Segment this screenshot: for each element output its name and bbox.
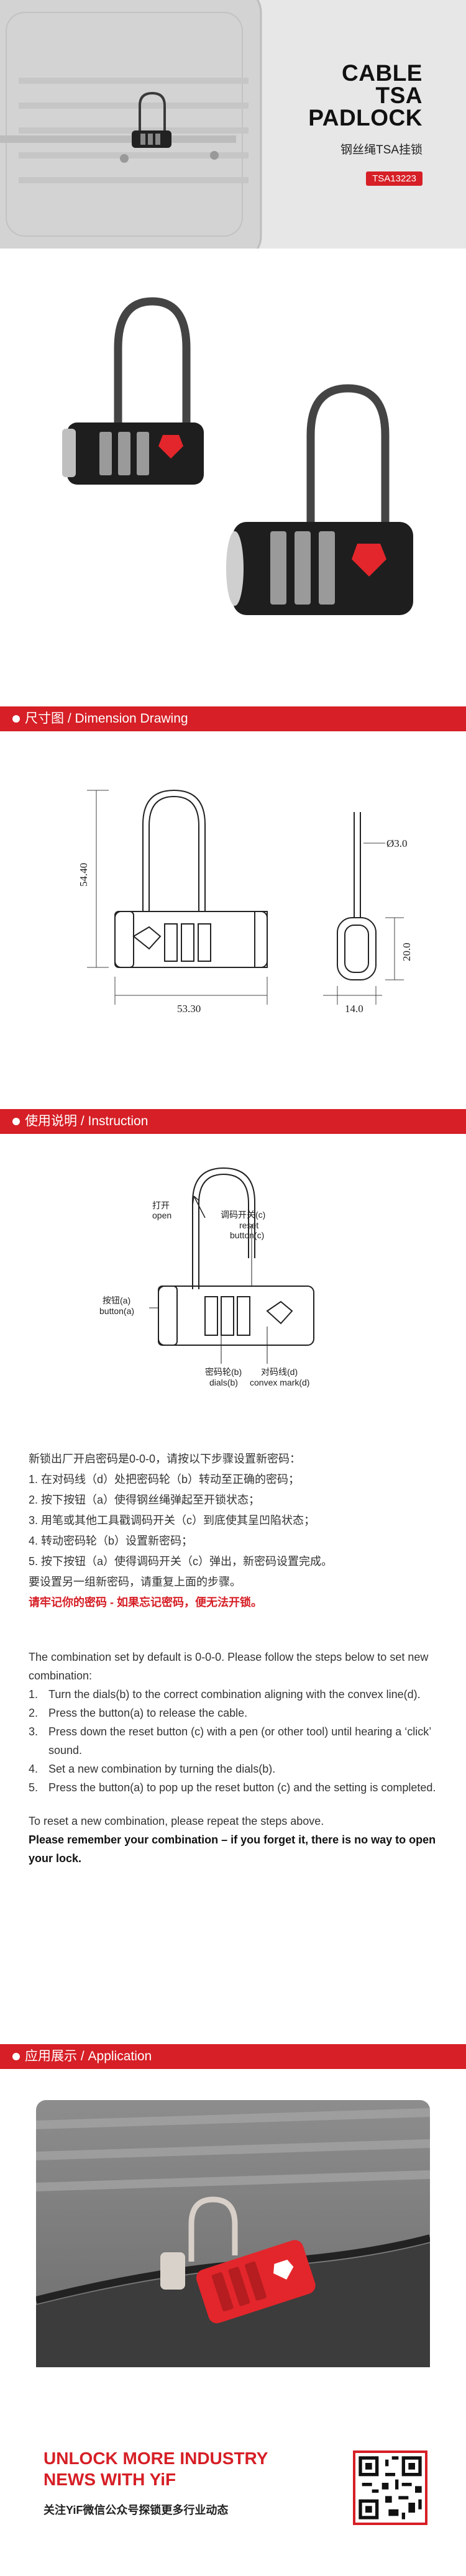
step-text: Press the button(a) to pop up the reset …: [48, 1781, 436, 1794]
bullet-dot: [12, 1118, 20, 1125]
instructions-zh-intro: 新锁出厂开启密码是0-0-0，请按以下步骤设置新密码：: [29, 1453, 301, 1465]
instructions-zh-step: 3. 用笔或其他工具戳调码开关（c）到底使其呈凹陷状态；: [29, 1514, 316, 1527]
step-number: 2.: [29, 1707, 39, 1719]
label-button-en: button(a): [99, 1306, 134, 1316]
label-reset-en1: reset: [239, 1220, 258, 1230]
section-title: 应用展示 / Application: [25, 2049, 152, 2063]
instructions-zh-step: 1. 在对码线（d）处把密码轮（b）转动至正确的密码；: [29, 1473, 300, 1486]
section-bar-instruction: 使用说明 / Instruction: [0, 1109, 466, 1134]
instructions-en-step: 5. Press the button(a) to pop up the rese…: [29, 1778, 439, 1797]
instructions-en-warning: Please remember your combination – if yo…: [29, 1834, 436, 1865]
hero-title: CABLE TSA PADLOCK: [308, 62, 423, 129]
instructions-en-step: 1. Turn the dials(b) to the correct combi…: [29, 1685, 439, 1704]
label-reset-zh: 调码开关(c): [221, 1210, 265, 1220]
hero-title-line: CABLE: [342, 60, 423, 86]
step-text: Press down the reset button (c) with a p…: [48, 1725, 431, 1756]
step-number: 1.: [29, 1688, 39, 1701]
step-number: 4.: [29, 1763, 39, 1775]
label-dials-en: dials(b): [209, 1377, 238, 1387]
instructions-zh-step: 5. 按下按钮（a）使得调码开关（c）弹出，新密码设置完成。: [29, 1555, 333, 1568]
dimension-width: 53.30: [177, 1003, 201, 1015]
instructions-en-step: 2. Press the button(a) to release the cab…: [29, 1704, 439, 1722]
hero-title-line: PADLOCK: [308, 105, 423, 130]
qr-code[interactable]: [353, 2450, 427, 2525]
instructions-zh-step: 2. 按下按钮（a）使得钢丝绳弹起至开锁状态；: [29, 1494, 260, 1506]
bullet-dot: [12, 2053, 20, 2060]
dimension-side-height: 20.0: [401, 943, 413, 961]
step-number: 5.: [29, 1781, 39, 1794]
footer-title-line: NEWS WITH YiF: [43, 2470, 176, 2489]
dimension-height: 54.40: [78, 863, 89, 887]
dimension-drawing: 54.40 53.30 Ø3.0 20.0 14.0: [78, 789, 413, 1015]
step-number: 3.: [29, 1725, 39, 1738]
instructions-zh-repeat: 要设置另一组新密码，请重复上面的步骤。: [29, 1576, 241, 1588]
section-title: 使用说明 / Instruction: [25, 1114, 148, 1128]
instructions-en: The combination set by default is 0-0-0.…: [29, 1648, 439, 1868]
hero-title-line: TSA: [375, 83, 423, 108]
lock-angled-view: [226, 384, 413, 615]
step-text: Set a new combination by turning the dia…: [48, 1763, 276, 1775]
instructions-en-repeat: To reset a new combination, please repea…: [29, 1815, 324, 1827]
label-reset-en2: button(c): [230, 1230, 264, 1240]
section-title: 尺寸图 / Dimension Drawing: [25, 711, 188, 726]
section-bar-dimension: 尺寸图 / Dimension Drawing: [0, 706, 466, 731]
model-badge: TSA13223: [366, 171, 423, 186]
instructions-zh-step: 4. 转动密码轮（b）设置新密码；: [29, 1535, 193, 1547]
label-open-en: open: [152, 1210, 171, 1220]
product-photo: [62, 297, 413, 615]
label-convex-zh: 对码线(d): [261, 1367, 298, 1377]
bullet-dot: [12, 715, 20, 723]
step-text: Press the button(a) to release the cable…: [48, 1707, 248, 1719]
footer-title: UNLOCK MORE INDUSTRY NEWS WITH YiF: [43, 2448, 268, 2490]
label-open-zh: 打开: [152, 1200, 170, 1210]
instructions-en-intro: The combination set by default is 0-0-0.…: [29, 1651, 429, 1682]
instructions-en-step: 3. Press down the reset button (c) with a…: [29, 1722, 439, 1760]
instruction-diagram: 调码开关(c) reset button(c) 打开 open 按钮(a) bu…: [99, 1167, 314, 1387]
label-dials-zh: 密码轮(b): [205, 1367, 242, 1377]
hero-banner: CABLE TSA PADLOCK 钢丝绳TSA挂锁 TSA13223: [0, 0, 466, 249]
instructions-en-step: 4. Set a new combination by turning the d…: [29, 1760, 439, 1778]
step-text: Turn the dials(b) to the correct combina…: [48, 1688, 421, 1701]
label-button-zh: 按钮(a): [103, 1295, 130, 1305]
label-convex-en: convex mark(d): [250, 1377, 309, 1387]
section-bar-application: 应用展示 / Application: [0, 2044, 466, 2069]
hero-subtitle: 钢丝绳TSA挂锁: [340, 144, 423, 157]
footer-title-line: UNLOCK MORE INDUSTRY: [43, 2449, 268, 2468]
lock-front-view: [62, 297, 204, 485]
suitcase-illustration: [0, 0, 262, 249]
dimension-cable-diameter: Ø3.0: [386, 838, 408, 849]
instructions-zh: 新锁出厂开启密码是0-0-0，请按以下步骤设置新密码： 1. 在对码线（d）处把…: [29, 1449, 439, 1613]
footer-subtitle: 关注YiF微信公众号探锁更多行业动态: [43, 2504, 229, 2516]
instructions-zh-warning: 请牢记你的密码 - 如果忘记密码，便无法开锁。: [29, 1596, 262, 1609]
application-photo: [36, 2100, 430, 2367]
dimension-depth: 14.0: [345, 1003, 363, 1015]
